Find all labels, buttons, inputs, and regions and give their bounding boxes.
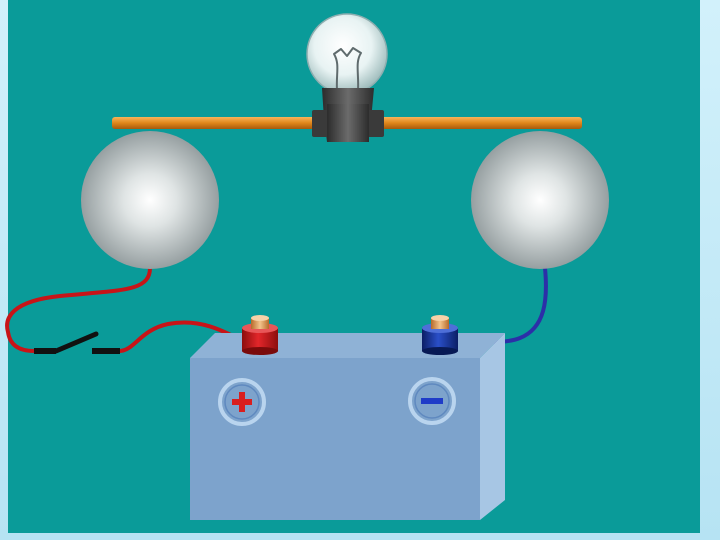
minus-symbol <box>408 377 456 425</box>
positive-wire-lower <box>118 320 250 353</box>
open-knife-switch <box>34 331 120 354</box>
negative-terminal <box>422 315 458 355</box>
left-metal-sphere <box>81 131 219 269</box>
right-metal-sphere <box>471 131 609 269</box>
positive-terminal <box>242 315 278 355</box>
plus-symbol <box>218 378 266 426</box>
battery-icon <box>190 333 505 520</box>
light-bulb-icon <box>306 13 388 142</box>
positive-wire-upper <box>5 266 152 353</box>
